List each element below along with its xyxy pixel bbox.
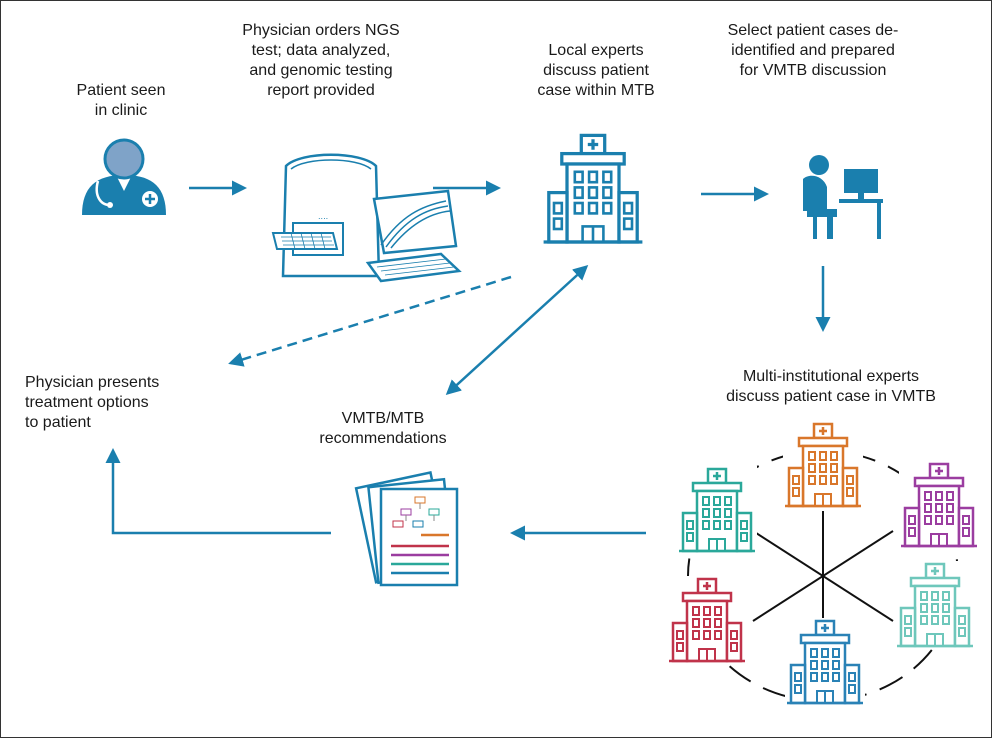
laptop-icon [365, 189, 462, 283]
step-select-cases: Select patient cases de- identified and … [727, 22, 899, 79]
ngs-sequencer-icon: .... [271, 153, 381, 278]
hospital-icon [895, 561, 975, 649]
step-local-experts: Local experts discuss patient case withi… [537, 42, 655, 99]
dashed-arrow [228, 275, 512, 367]
computer-user-icon [803, 155, 883, 239]
hospital-icon [783, 421, 863, 509]
double-arrow [445, 264, 589, 396]
step-physician-presents: Physician presents treatment options to … [25, 374, 160, 431]
step-patient-seen: Patient seen in clinic [76, 82, 166, 119]
report-documents-icon [354, 471, 459, 587]
svg-text:....: .... [318, 212, 328, 221]
step-recommendations: VMTB/MTB recommendations [319, 410, 447, 447]
hospital-icon [677, 466, 757, 554]
hospital-network [667, 421, 979, 706]
step-multi-institutional: Multi-institutional experts discuss pati… [726, 368, 936, 405]
step-physician-orders: Physician orders NGS test; data analyzed… [242, 22, 400, 99]
arrows [105, 180, 831, 541]
hospital-icon [667, 576, 747, 664]
arrow-to-physician-presents [105, 448, 331, 535]
hospital-icon [785, 618, 865, 706]
hospital-icon [541, 133, 645, 244]
physician-icon [82, 138, 166, 215]
hospital-icon [899, 461, 979, 549]
